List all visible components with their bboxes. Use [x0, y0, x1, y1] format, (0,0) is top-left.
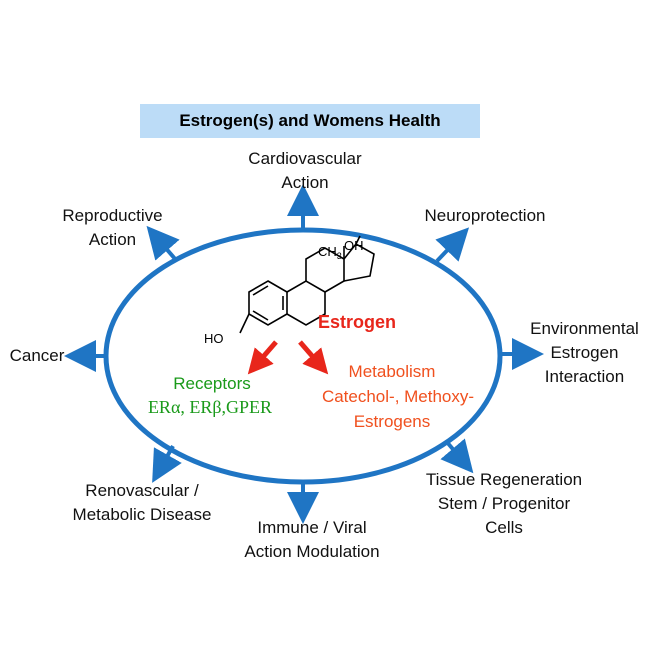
oh-label: OH [344, 238, 364, 253]
receptors-list: ERα, ERβ,GPER [148, 397, 272, 417]
estrogen-label: Estrogen [318, 312, 396, 332]
ho-label: HO [204, 331, 224, 346]
arrow-neuroprotection [435, 227, 470, 263]
arrow-metabolism [298, 340, 329, 375]
diagram-title: Estrogen(s) and Womens Health [140, 104, 480, 138]
central-ellipse [103, 227, 503, 485]
label-immune: Immune / Viral Action Modulation [244, 518, 380, 561]
metabolism-line2: Catechol-, Methoxy- [322, 387, 474, 406]
methyl-label: CH3 [318, 244, 342, 261]
label-environmental: Environmental Estrogen Interaction [530, 319, 639, 386]
arrow-renovascular [152, 445, 182, 483]
receptors-title: Receptors [173, 374, 250, 393]
label-reproductive: Reproductive Action [62, 206, 163, 249]
label-tissue: Tissue Regeneration Stem / Progenitor Ce… [425, 470, 583, 537]
arrow-reproductive [146, 225, 180, 262]
arrow-tissue [440, 438, 474, 474]
label-neuroprotection: Neuroprotection [424, 206, 546, 225]
metabolism-line3: Estrogens [354, 412, 431, 431]
label-cardiovascular: Cardiovascular Action [248, 149, 362, 192]
label-renovascular: Renovascular / Metabolic Disease [72, 481, 212, 524]
label-cancer: Cancer [9, 346, 65, 365]
estrogen-molecule [239, 235, 375, 334]
metabolism-line1: Metabolism [349, 362, 436, 381]
arrow-receptors [247, 340, 278, 375]
